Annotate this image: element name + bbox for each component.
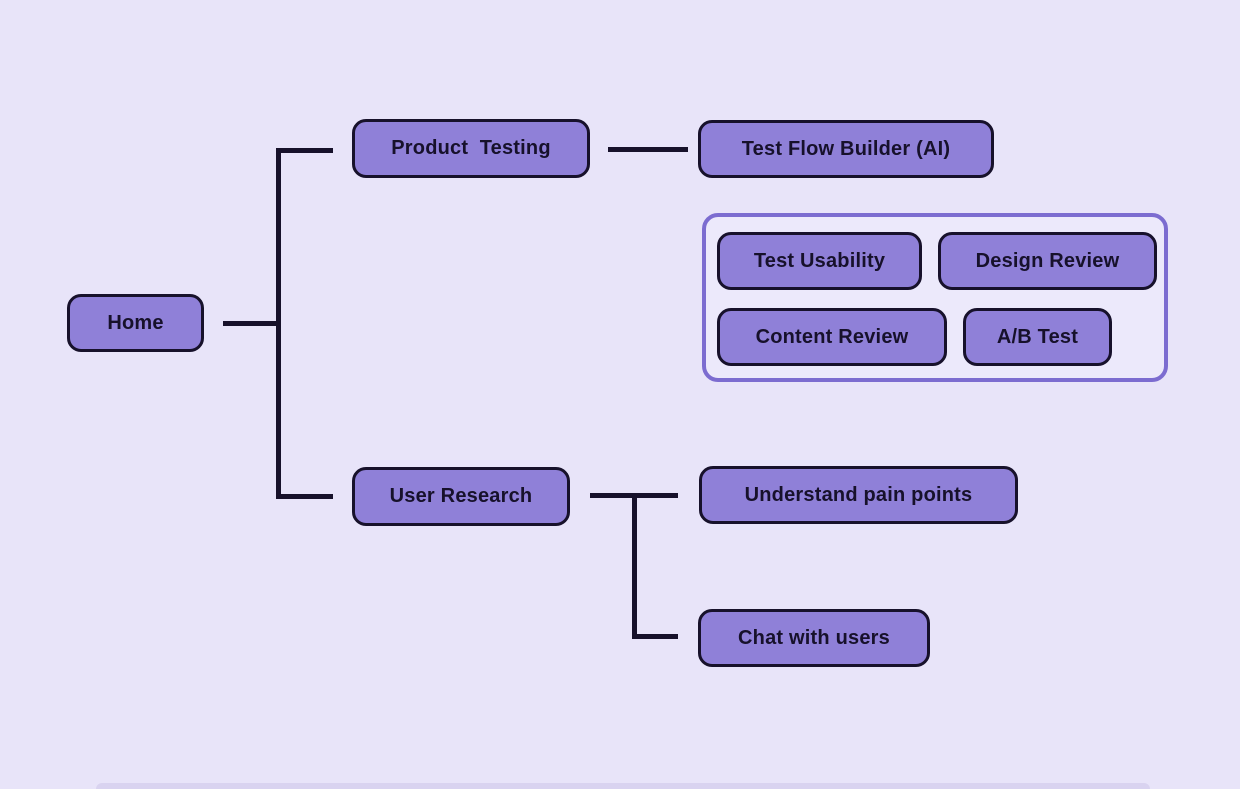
node-ab-test-label: A/B Test — [996, 325, 1079, 348]
connector-branch-product-testing — [276, 148, 333, 153]
node-user-research[interactable]: User Research — [352, 467, 570, 526]
connector-user-research-trunk — [632, 493, 637, 639]
node-content-review[interactable]: Content Review — [717, 308, 947, 366]
node-test-flow-builder[interactable]: Test Flow Builder (AI) — [698, 120, 994, 178]
connector-home-trunk — [223, 321, 279, 326]
node-home-label: Home — [107, 311, 164, 334]
bottom-panel-edge — [96, 783, 1150, 789]
node-home[interactable]: Home — [67, 294, 204, 352]
connector-home-branch-trunk — [276, 148, 281, 499]
node-understand-pain-points-label: Understand pain points — [744, 483, 973, 506]
node-chat-with-users[interactable]: Chat with users — [698, 609, 930, 667]
group-frame[interactable]: Test Usability Design Review Content Rev… — [702, 213, 1168, 382]
node-test-usability-label: Test Usability — [753, 249, 886, 272]
connector-user-research-chat-with-users — [632, 634, 678, 639]
node-test-flow-builder-label: Test Flow Builder (AI) — [741, 137, 951, 160]
connector-product-testing-test-flow-builder — [608, 147, 688, 152]
node-product-testing-label: Product Testing — [391, 137, 551, 159]
node-design-review-label: Design Review — [975, 249, 1120, 272]
node-design-review[interactable]: Design Review — [938, 232, 1157, 290]
connector-branch-user-research — [276, 494, 333, 499]
node-chat-with-users-label: Chat with users — [738, 626, 890, 649]
node-product-testing[interactable]: Product Testing — [352, 119, 590, 178]
node-content-review-label: Content Review — [755, 325, 909, 348]
node-ab-test[interactable]: A/B Test — [963, 308, 1112, 366]
node-understand-pain-points[interactable]: Understand pain points — [699, 466, 1018, 524]
node-user-research-label: User Research — [389, 485, 533, 507]
node-test-usability[interactable]: Test Usability — [717, 232, 922, 290]
